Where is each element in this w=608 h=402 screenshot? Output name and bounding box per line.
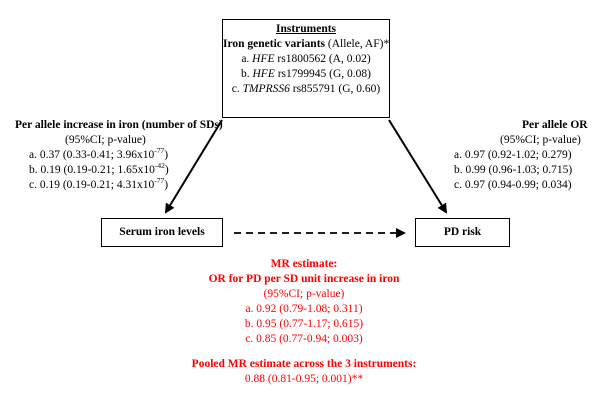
mr-item-b: b. 0.95 (0.77-1.17; 0.615) [244,318,364,330]
mr-item-a: a. 0.92 (0.79-1.08; 0.311) [245,303,363,315]
left-effect-panel: Per allele increase in iron (number of S… [15,118,275,193]
left-panel-title: Per allele increase in iron (number of S… [15,119,223,131]
right-panel-subtitle: (95%CI; p-value) [500,134,581,146]
mr-title: MR estimate: [270,258,338,270]
right-item-b: b. 0.99 (0.96-1.03; 0.715) [454,164,573,176]
instrument-item-c: c. TMPRSS6 rs855791 (G, 0.60) [231,83,381,95]
left-panel-subtitle: (95%CI; p-value) [65,134,146,146]
mr-ci-label: (95%CI; p-value) [263,288,345,300]
arrow-instruments-to-pd [388,119,448,214]
mr-subtitle-or: OR for PD per SD unit increase in iron [208,273,400,285]
instrument-item-a: a. HFE rs1800562 (A, 0.02) [241,53,371,65]
pd-risk-box: PD risk [415,218,510,247]
left-item-c: c. 0.19 (0.19-0.21; 4.31x10-77) [29,176,169,191]
right-effect-panel: Per allele OR (95%CI; p-value) a. 0.97 (… [448,118,600,193]
pooled-title: Pooled MR estimate across the 3 instrume… [191,358,417,370]
left-item-b: b. 0.19 (0.19-0.21; 1.65x10-42) [29,161,169,176]
instruments-title: Instruments [275,23,337,35]
instruments-subtitle: Iron genetic variants (Allele, AF)* [223,38,390,50]
left-item-a: a. 0.37 (0.33-0.41; 3.96x10-77) [29,146,169,161]
mr-estimate-block: MR estimate: OR for PD per SD unit incre… [154,257,454,387]
arrow-instruments-to-serum [164,119,223,214]
serum-iron-box: Serum iron levels [101,218,223,247]
pooled-value: 0.88 (0.81-0.95; 0.001)** [244,373,364,385]
instrument-item-b: b. HFE rs1799945 (G, 0.08) [240,68,371,80]
right-item-a: a. 0.97 (0.92-1.02; 0.279) [454,149,572,161]
mr-item-c: c. 0.85 (0.77-0.94; 0.003) [245,333,363,345]
right-panel-title: Per allele OR [522,119,588,131]
instruments-box: Instruments Iron genetic variants (Allel… [222,19,390,118]
right-item-c: c. 0.97 (0.94-0.99; 0.034) [454,179,572,191]
